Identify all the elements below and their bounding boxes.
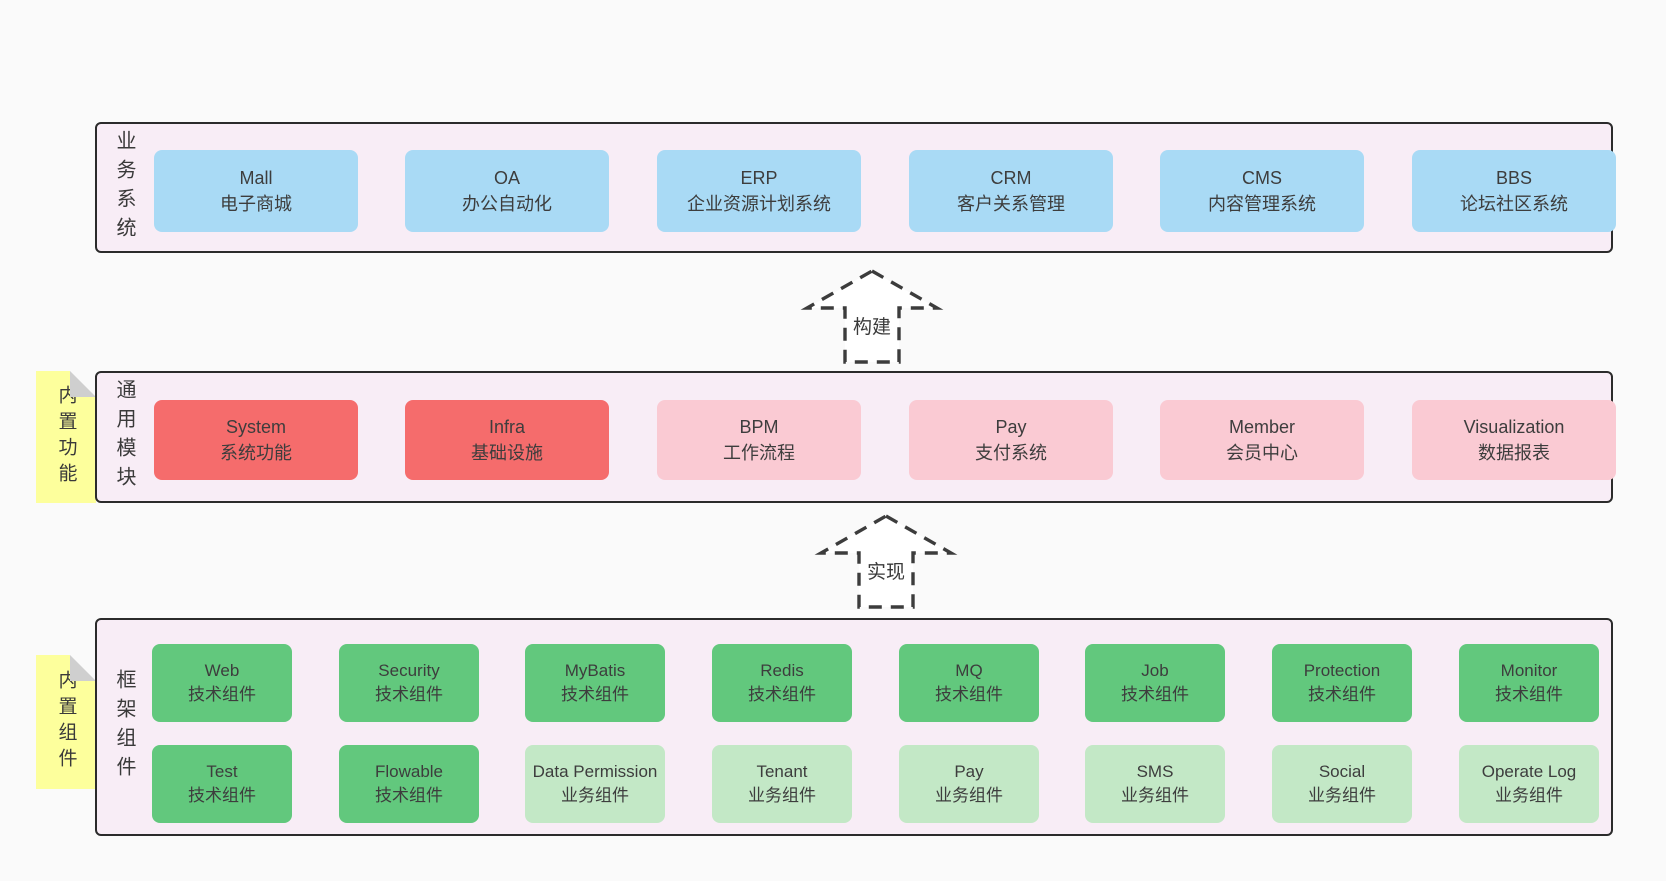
box-title: System: [225, 416, 286, 437]
box-title: OA: [493, 167, 520, 188]
box-oa: OA 办公自动化: [405, 150, 609, 232]
box-subtitle: 技术组件: [935, 685, 1003, 704]
box-erp: ERP 企业资源计划系统: [657, 150, 861, 232]
box-cms: CMS 内容管理系统: [1160, 150, 1364, 232]
layer-common-modules: 通用模块 System 系统功能 Infra 基础设施 BPM 工作流程 Pay…: [95, 371, 1616, 503]
box-subtitle: 基础设施: [471, 443, 543, 463]
box-pay-component: Pay 业务组件: [899, 745, 1039, 823]
box-title: Social: [1318, 762, 1366, 782]
box-sms: SMS 业务组件: [1085, 745, 1225, 823]
box-data-permission: Data Permission 业务组件: [525, 745, 665, 823]
box-social: Social 业务组件: [1272, 745, 1412, 823]
box-title: ERP: [740, 167, 778, 188]
box-member: Member 会员中心: [1160, 400, 1364, 480]
box-job: Job 技术组件: [1085, 644, 1225, 722]
box-title: SMS: [1136, 762, 1174, 782]
box-tenant: Tenant 业务组件: [712, 745, 852, 823]
box-subtitle: 业务组件: [1495, 786, 1563, 805]
arrow-implement-label: 实现: [863, 557, 909, 584]
box-system: System 系统功能: [154, 400, 358, 480]
box-subtitle: 技术组件: [1495, 685, 1563, 704]
sticky-note-text: 内置组件: [55, 670, 77, 774]
box-test: Test 技术组件: [152, 745, 292, 823]
box-title: CMS: [1242, 167, 1282, 188]
layer-business-systems-label: 业务系统: [113, 129, 135, 246]
box-title: BPM: [739, 416, 779, 437]
arrow-build-label: 构建: [849, 312, 895, 339]
box-subtitle: 技术组件: [1308, 685, 1376, 704]
box-subtitle: 业务组件: [1308, 786, 1376, 805]
box-title: Test: [206, 762, 238, 782]
box-title: MyBatis: [564, 661, 626, 681]
box-subtitle: 会员中心: [1226, 443, 1298, 463]
box-title: Monitor: [1500, 661, 1558, 681]
sticky-note-text: 内置功能: [55, 385, 77, 489]
box-subtitle: 办公自动化: [462, 194, 552, 214]
layer-common-modules-label: 通用模块: [113, 379, 135, 495]
box-subtitle: 业务组件: [748, 786, 816, 805]
box-visualization: Visualization 数据报表: [1412, 400, 1616, 480]
box-title: Pay: [954, 762, 984, 782]
box-subtitle: 技术组件: [561, 685, 629, 704]
box-title: Protection: [1303, 661, 1381, 681]
arrow-build: 构建: [800, 268, 944, 365]
box-title: Mall: [239, 167, 273, 188]
box-subtitle: 技术组件: [375, 786, 443, 805]
box-subtitle: 业务组件: [935, 786, 1003, 805]
box-subtitle: 客户关系管理: [957, 194, 1065, 214]
box-title: Job: [1141, 661, 1169, 681]
box-flowable: Flowable 技术组件: [339, 745, 479, 823]
box-operate-log: Operate Log 业务组件: [1459, 745, 1599, 823]
box-title: BBS: [1495, 167, 1533, 188]
box-subtitle: 业务组件: [561, 786, 629, 805]
box-subtitle: 数据报表: [1478, 443, 1550, 463]
box-pay-system: Pay 支付系统: [909, 400, 1113, 480]
box-mybatis: MyBatis 技术组件: [525, 644, 665, 722]
sticky-note-builtin-components: 内置组件: [36, 655, 96, 789]
box-mall: Mall 电子商城: [154, 150, 358, 232]
box-subtitle: 技术组件: [748, 685, 816, 704]
box-title: Security: [378, 661, 440, 681]
box-title: Flowable: [374, 762, 444, 782]
box-subtitle: 技术组件: [1121, 685, 1189, 704]
box-subtitle: 技术组件: [188, 685, 256, 704]
box-subtitle: 内容管理系统: [1208, 194, 1316, 214]
box-subtitle: 技术组件: [375, 685, 443, 704]
box-subtitle: 企业资源计划系统: [687, 194, 831, 214]
box-crm: CRM 客户关系管理: [909, 150, 1113, 232]
box-redis: Redis 技术组件: [712, 644, 852, 722]
box-subtitle: 论坛社区系统: [1460, 194, 1568, 214]
box-title: Visualization: [1463, 416, 1565, 437]
layer-business-systems: 业务系统 Mall 电子商城 OA 办公自动化 ERP 企业资源计划系统 CRM…: [95, 122, 1616, 253]
box-title: MQ: [955, 661, 983, 681]
box-monitor: Monitor 技术组件: [1459, 644, 1599, 722]
box-title: CRM: [990, 167, 1032, 188]
box-title: Member: [1228, 416, 1295, 437]
box-title: Data Permission: [532, 762, 658, 782]
box-subtitle: 技术组件: [188, 786, 256, 805]
box-subtitle: 支付系统: [975, 443, 1047, 463]
sticky-note-builtin-features: 内置功能: [36, 371, 96, 503]
box-web: Web 技术组件: [152, 644, 292, 722]
box-security: Security 技术组件: [339, 644, 479, 722]
box-title: Redis: [760, 661, 804, 681]
box-mq: MQ 技术组件: [899, 644, 1039, 722]
box-bpm: BPM 工作流程: [657, 400, 861, 480]
arrow-implement: 实现: [814, 513, 958, 610]
layer-framework-components-label: 框架组件: [113, 669, 135, 785]
box-subtitle: 业务组件: [1121, 786, 1189, 805]
box-title: Operate Log: [1481, 762, 1577, 782]
box-title: Infra: [488, 416, 526, 437]
box-title: Web: [204, 661, 240, 681]
box-title: Pay: [995, 416, 1027, 437]
layer-framework-components: 框架组件 Web 技术组件 Security 技术组件 MyBatis 技术组件…: [95, 618, 1613, 836]
box-subtitle: 工作流程: [723, 443, 795, 463]
box-bbs: BBS 论坛社区系统: [1412, 150, 1616, 232]
box-subtitle: 系统功能: [220, 443, 292, 463]
box-title: Tenant: [756, 762, 808, 782]
box-protection: Protection 技术组件: [1272, 644, 1412, 722]
box-subtitle: 电子商城: [220, 194, 292, 214]
box-infra: Infra 基础设施: [405, 400, 609, 480]
